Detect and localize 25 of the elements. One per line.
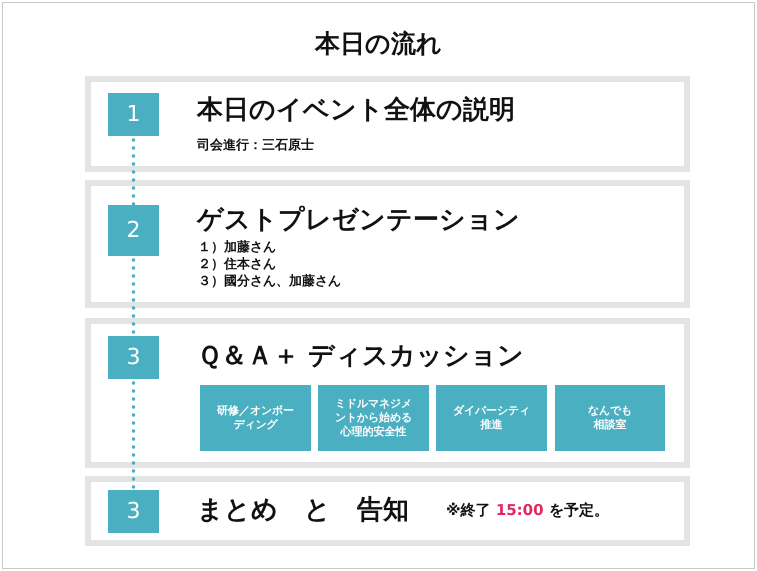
dotted-connector: [132, 256, 136, 336]
dotted-connector: [132, 136, 136, 205]
topic-tile: 研修／オンボーディング: [200, 385, 311, 451]
section-note: 司会進行：三石原士: [197, 138, 314, 154]
slide-title: 本日の流れ: [315, 28, 442, 60]
topic-tile: ミドルマネジメントから始める心理的安全性: [318, 385, 429, 451]
section-note: １）加藤さん: [198, 240, 276, 256]
step-number: 3: [108, 490, 159, 533]
agenda-band: [85, 76, 690, 172]
dotted-connector: [132, 379, 136, 490]
agenda-band: [85, 180, 690, 308]
section-heading: Ｑ＆Ａ＋ ディスカッション: [197, 341, 524, 372]
section-heading: 本日のイベント全体の説明: [197, 95, 515, 126]
step-number: 2: [108, 205, 159, 256]
section-note: ３）國分さん、加藤さん: [198, 274, 341, 290]
section-note: ２）住本さん: [198, 257, 276, 273]
section-heading: ゲストプレゼンテーション: [197, 205, 520, 236]
section-heading: まとめ と 告知: [197, 495, 409, 526]
topic-tile: なんでも相談室: [555, 385, 665, 451]
agenda-band: [85, 476, 690, 546]
section-note: ※終了 15:00 を予定。: [446, 501, 609, 519]
step-number: 3: [108, 336, 159, 379]
topic-tile: ダイバーシティ推進: [436, 385, 547, 451]
step-number: 1: [108, 93, 159, 136]
agenda-band: [85, 318, 690, 468]
